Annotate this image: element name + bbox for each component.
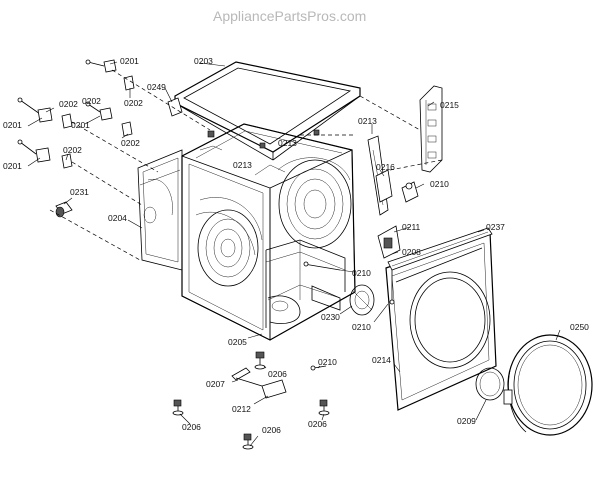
callout-0210: 0210: [430, 179, 449, 189]
callout-0213: 0213: [358, 116, 377, 126]
callout-0231: 0231: [70, 187, 89, 197]
callout-0209: 0209: [457, 416, 476, 426]
callout-0216: 0216: [376, 162, 395, 172]
hinge-screws-left: [17, 59, 183, 218]
callout-0201: 0201: [3, 161, 22, 171]
callout-0215: 0215: [440, 100, 459, 110]
leader-lines: [27, 61, 561, 447]
callout-0210: 0210: [318, 357, 337, 367]
callout-0207: 0207: [206, 379, 225, 389]
watermark-text: AppliancePartsPros.com: [213, 8, 366, 24]
callout-0214: 0214: [372, 355, 391, 365]
small-parts-right: [303, 169, 419, 305]
callout-0201: 0201: [71, 120, 90, 130]
callout-0201: 0201: [3, 120, 22, 130]
cabinet-body: [181, 123, 356, 341]
callout-0208: 0208: [402, 247, 421, 257]
callout-0202: 0202: [63, 145, 82, 155]
callout-0202: 0202: [82, 96, 101, 106]
callout-0203: 0203: [194, 56, 213, 66]
callout-0201: 0201: [120, 56, 139, 66]
front-panel: [385, 227, 497, 411]
drain-ring: [349, 284, 375, 316]
callout-0202: 0202: [124, 98, 143, 108]
callout-0237: 0237: [486, 222, 505, 232]
callout-0202: 0202: [59, 99, 78, 109]
feet-and-brackets: [172, 351, 330, 450]
callout-0210: 0210: [352, 322, 371, 332]
callout-0206: 0206: [182, 422, 201, 432]
callout-0210: 0210: [352, 268, 371, 278]
callout-0213: 0213: [278, 138, 297, 148]
alignment-lines: [49, 69, 443, 261]
part-number-callouts: 0201 0202 0249 0203 0202 0201 0201 0202 …: [3, 56, 589, 435]
callout-0249: 0249: [147, 82, 166, 92]
callout-0202: 0202: [121, 138, 140, 148]
rear-rail-bracket: [419, 85, 443, 173]
round-cover: [475, 367, 505, 401]
door-ring: [503, 334, 593, 436]
callout-0230: 0230: [321, 312, 340, 322]
callout-0206: 0206: [268, 369, 287, 379]
callout-0206: 0206: [308, 419, 327, 429]
callout-0204: 0204: [108, 213, 127, 223]
callout-0206: 0206: [262, 425, 281, 435]
left-side-panel: [137, 149, 183, 271]
callout-0212: 0212: [232, 404, 251, 414]
callout-0213: 0213: [233, 160, 252, 170]
callout-0250: 0250: [570, 322, 589, 332]
callout-0211: 0211: [402, 222, 421, 232]
callout-0205: 0205: [228, 337, 247, 347]
